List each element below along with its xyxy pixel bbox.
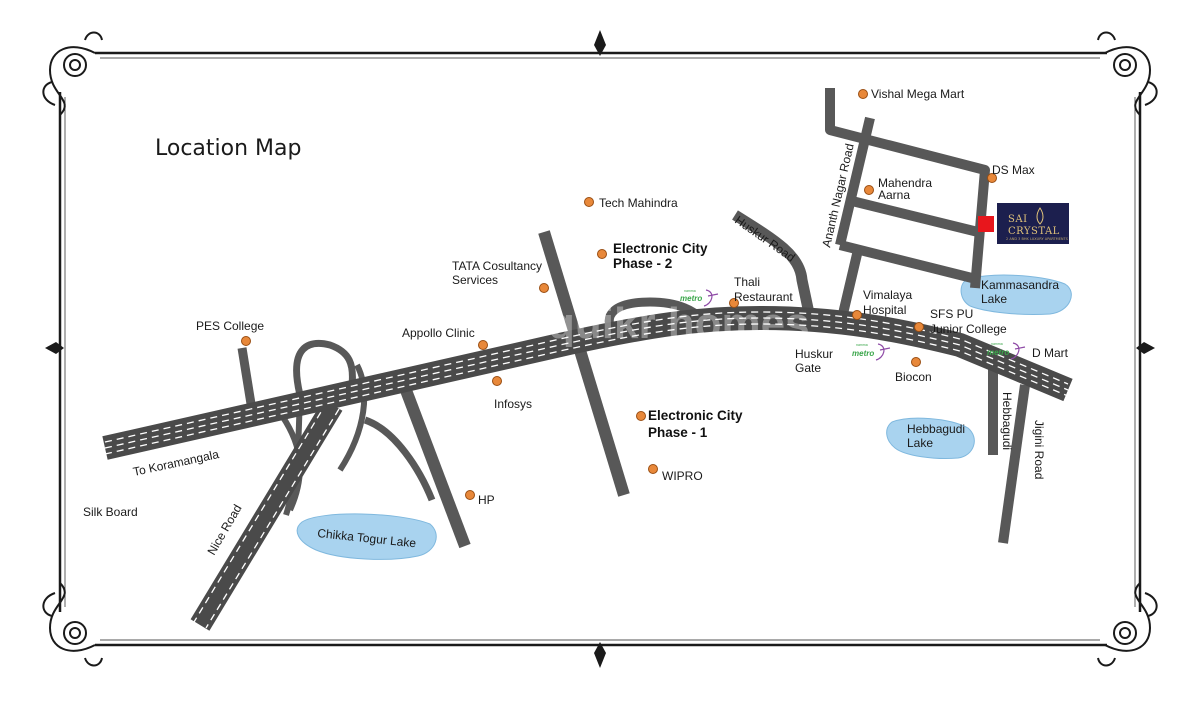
label-ec-phase1-line2: Phase - 1	[648, 425, 708, 440]
svg-text:metro: metro	[680, 294, 702, 303]
label-hp: HP	[478, 493, 495, 507]
svg-text:namma: namma	[856, 343, 868, 347]
label-to-koramangala: To Koramangala	[132, 447, 221, 479]
hebbagudi-lake	[886, 417, 975, 459]
label-infosys: Infosys	[494, 397, 532, 411]
hosur-road-highway	[102, 305, 1073, 460]
label-kammasandra-line2: Lake	[981, 292, 1007, 306]
label-tech-mahindra: Tech Mahindra	[599, 196, 678, 210]
label-huskur-gate-line2: Gate	[795, 361, 821, 375]
poi-sfs-pu-college[interactable]	[914, 322, 924, 332]
label-ec-phase2-line1: Electronic City	[613, 241, 708, 256]
poi-markers	[241, 89, 997, 500]
label-tcs-line2: Services	[452, 273, 498, 287]
label-kammasandra-line1: Kammasandra	[981, 278, 1059, 292]
brand-tagline: 2 AND 3 BHK LUXURY APARTMENTS	[1006, 237, 1069, 241]
poi-thali-restaurant[interactable]	[729, 298, 739, 308]
label-mahendra: Mahendra	[878, 176, 932, 190]
kammasandra-lake	[960, 274, 1072, 316]
label-hebbagudi-road: Hebbagudi	[1000, 392, 1014, 450]
label-wipro: WIPRO	[662, 469, 703, 483]
chikka-togur-lake	[296, 513, 437, 560]
svg-text:namma: namma	[991, 342, 1003, 346]
metro-icon-3: namma metro	[987, 342, 1026, 360]
brand-badge[interactable]: SAI CRYSTAL 2 AND 3 BHK LUXURY APARTMENT…	[997, 203, 1069, 244]
poi-ds-max[interactable]	[987, 173, 997, 183]
page-title: Location Map	[155, 136, 301, 161]
label-hebbagudi-lake-line2: Lake	[907, 436, 933, 450]
label-thali-line1: Thali	[734, 275, 760, 289]
corner-ornament-top-right	[1097, 31, 1158, 116]
label-jigini-road: Jigini Road	[1032, 420, 1046, 479]
corner-ornament-top-left	[42, 31, 103, 116]
label-thali-line2: Restaurant	[734, 290, 793, 304]
corner-ornament-bottom-right	[1097, 582, 1158, 667]
label-huskur-road: Huskur Road	[732, 213, 797, 265]
label-ec-phase1-line1: Electronic City	[648, 408, 743, 423]
poi-appollo-clinic[interactable]	[478, 340, 488, 350]
metro-icon-1: namma metro	[680, 289, 719, 307]
label-vishal-mega-mart: Vishal Mega Mart	[871, 87, 965, 101]
brand-name-line1: SAI	[1008, 214, 1028, 225]
label-tcs-line1: TATA Cosultancy	[452, 259, 542, 273]
nice-road-highway	[190, 399, 343, 631]
metro-icon-2: namma metro	[852, 343, 891, 361]
place-labels: Vishal Mega Mart DS Max Mahendra Aarna T…	[83, 87, 1069, 519]
label-d-mart: D Mart	[1032, 346, 1069, 360]
brand-name-line2: CRYSTAL	[1008, 226, 1060, 237]
poi-mahendra-aarna[interactable]	[864, 185, 874, 195]
label-ec-phase2-line2: Phase - 2	[613, 256, 672, 271]
corner-ornament-bottom-left	[42, 582, 103, 667]
label-hebbagudi-lake-line1: Hebbagudi	[907, 422, 965, 436]
svg-text:metro: metro	[852, 349, 874, 358]
poi-wipro[interactable]	[648, 464, 658, 474]
label-vimalaya-line2: Hospital	[863, 303, 906, 317]
poi-tcs[interactable]	[539, 283, 549, 293]
label-sfs-line2: Junior College	[930, 322, 1007, 336]
poi-infosys[interactable]	[492, 376, 502, 386]
label-pes-college: PES College	[196, 319, 264, 333]
svg-text:metro: metro	[987, 348, 1009, 357]
poi-vishal-mega-mart[interactable]	[858, 89, 868, 99]
poi-ec-phase-2[interactable]	[597, 249, 607, 259]
label-ds-max: DS Max	[992, 163, 1035, 177]
label-sfs-line1: SFS PU	[930, 307, 973, 321]
poi-ec-phase-1[interactable]	[636, 411, 646, 421]
brand-logo-icon	[1036, 207, 1044, 225]
poi-vimalaya-hospital[interactable]	[852, 310, 862, 320]
poi-tech-mahindra[interactable]	[584, 197, 594, 207]
label-biocon: Biocon	[895, 370, 932, 384]
label-huskur-gate-line1: Huskur	[795, 347, 833, 361]
project-site-marker[interactable]	[978, 216, 994, 232]
svg-text:namma: namma	[684, 289, 696, 293]
poi-biocon[interactable]	[911, 357, 921, 367]
label-appollo-clinic: Appollo Clinic	[402, 326, 475, 340]
poi-pes-college[interactable]	[241, 336, 251, 346]
label-silk-board: Silk Board	[83, 505, 138, 519]
label-aarna: Aarna	[878, 188, 910, 202]
label-vimalaya-line1: Vimalaya	[863, 288, 912, 302]
mid-ornaments	[45, 30, 1155, 668]
poi-hp[interactable]	[465, 490, 475, 500]
watermark: quikr homes	[548, 299, 810, 348]
lakes	[296, 274, 1072, 560]
